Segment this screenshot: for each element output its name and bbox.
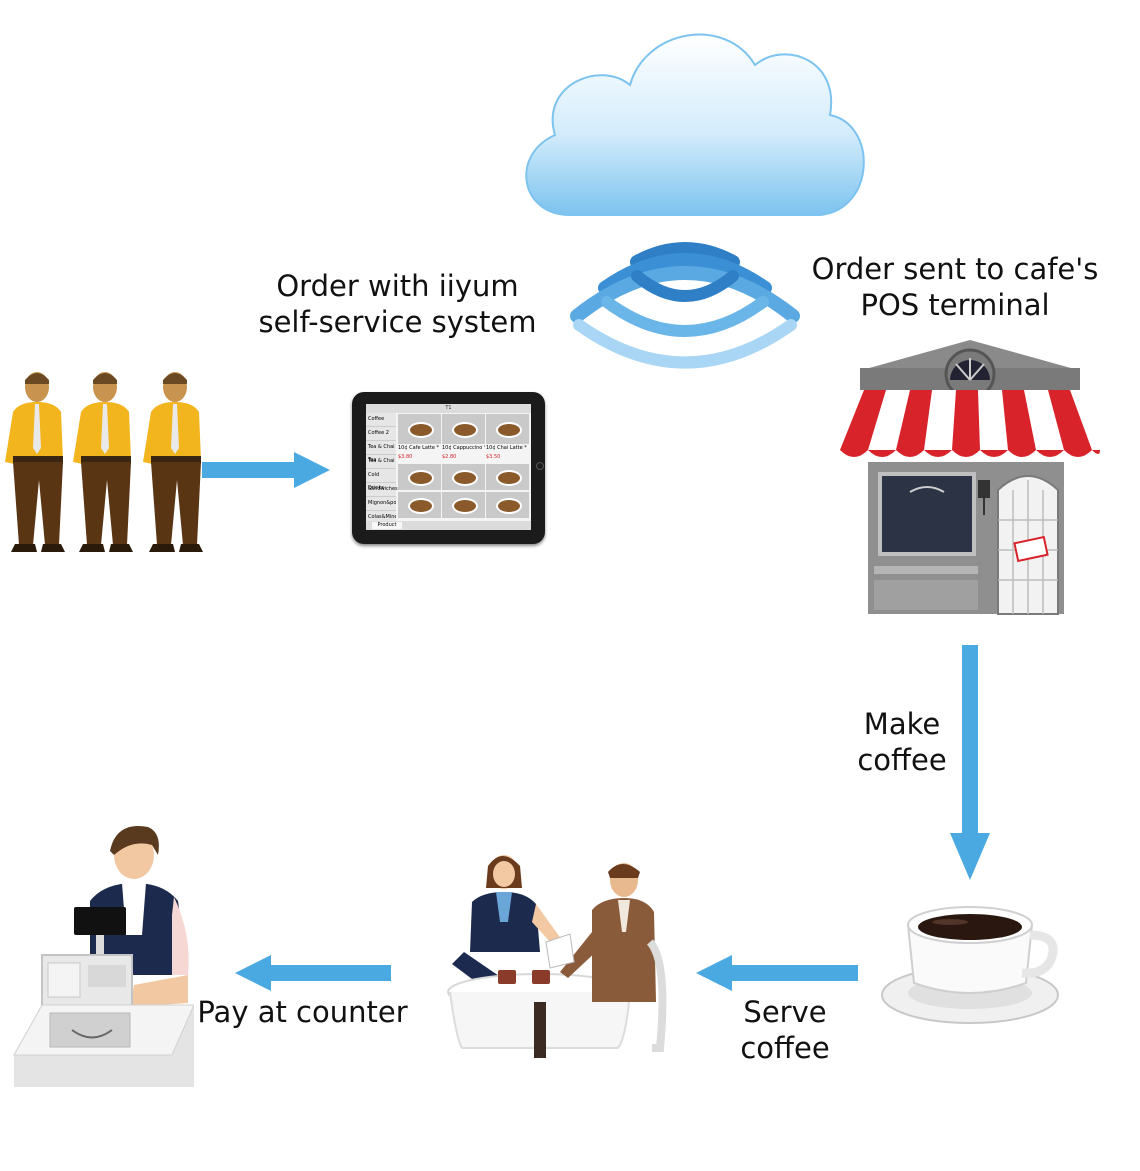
- tablet-screen: T1 Coffee Coffee 2 Tea & Chai Tea Tea & …: [366, 404, 531, 530]
- coffee-cup-thumb[interactable]: [486, 464, 529, 490]
- category-item[interactable]: Coffee 2: [366, 427, 396, 441]
- category-item[interactable]: Sandwiches: [366, 483, 398, 497]
- customers-icon: [5, 372, 203, 552]
- tablet-footer: Product: [366, 521, 531, 530]
- arrow-down-icon: [950, 645, 990, 880]
- make-line1: Make: [863, 707, 941, 741]
- coffee-cup-thumb[interactable]: [398, 492, 441, 518]
- tablet-header: T1: [366, 404, 531, 413]
- serve-line2: coffee: [740, 1031, 830, 1065]
- make-line2: coffee: [857, 743, 947, 777]
- order-sent-line1: Order sent to cafe's: [811, 252, 1099, 286]
- item-price: $3.50: [486, 454, 501, 460]
- wireless-waves-icon: [570, 242, 800, 369]
- category-item[interactable]: Tea & Chai Tea: [366, 441, 396, 463]
- arrow-left-icon: [696, 955, 858, 991]
- order-with-line1: Order with iiyum: [276, 269, 519, 303]
- category-item[interactable]: Mignon&poso: [366, 497, 396, 511]
- coffee-cup-icon: [881, 906, 1059, 1024]
- coffee-cup-thumb[interactable]: [486, 492, 529, 518]
- coffee-cup-thumb[interactable]: [398, 414, 441, 444]
- product-button[interactable]: Product: [372, 522, 402, 529]
- order-sent-label: Order sent to cafe's POS terminal: [800, 251, 1110, 323]
- item-price: $3.80: [398, 454, 413, 460]
- order-with-label: Order with iiyum self-service system: [250, 268, 545, 340]
- coffee-cup-thumb[interactable]: [486, 414, 529, 444]
- category-item[interactable]: Coffee: [366, 413, 396, 427]
- coffee-cup-thumb[interactable]: [442, 414, 485, 444]
- tablet-product-grid: 10¢ Cafe Latte * 10¢ Cappuccino * 10¢ Ch…: [398, 414, 530, 522]
- order-with-line2: self-service system: [258, 305, 537, 339]
- coffee-cup-thumb[interactable]: [442, 492, 485, 518]
- make-coffee-label: Make coffee: [842, 706, 962, 778]
- arrow-left-icon: [235, 955, 391, 991]
- tablet: T1 Coffee Coffee 2 Tea & Chai Tea Tea & …: [352, 392, 545, 544]
- order-sent-line2: POS terminal: [860, 288, 1050, 322]
- tablet-category-list: Coffee Coffee 2 Tea & Chai Tea Tea & Cha…: [366, 413, 398, 521]
- serve-line1: Serve: [743, 995, 827, 1029]
- item-label: 10¢ Cappuccino *: [442, 445, 485, 451]
- category-item[interactable]: Colas&Mineral: [368, 514, 396, 520]
- cafe-shop-icon: [840, 340, 1100, 615]
- category-item[interactable]: Tea & Chai Tea 2: [366, 455, 396, 469]
- coffee-cup-thumb[interactable]: [398, 464, 441, 490]
- item-price: $2.80: [442, 454, 457, 460]
- home-button[interactable]: [536, 462, 544, 470]
- pay-at-counter-label: Pay at counter: [197, 995, 408, 1029]
- waitress-serving-icon: [447, 855, 667, 1058]
- serve-coffee-label: Serve coffee: [725, 994, 845, 1066]
- category-item[interactable]: Cold Drinks: [366, 469, 396, 491]
- item-label: 10¢ Cafe Latte *: [398, 445, 440, 451]
- coffee-cup-thumb[interactable]: [442, 464, 485, 490]
- arrow-right-icon: [202, 452, 330, 488]
- cloud-icon: [525, 33, 865, 216]
- item-label: 10¢ Chai Latte *: [486, 445, 527, 451]
- cashier-counter-icon: [13, 826, 194, 1087]
